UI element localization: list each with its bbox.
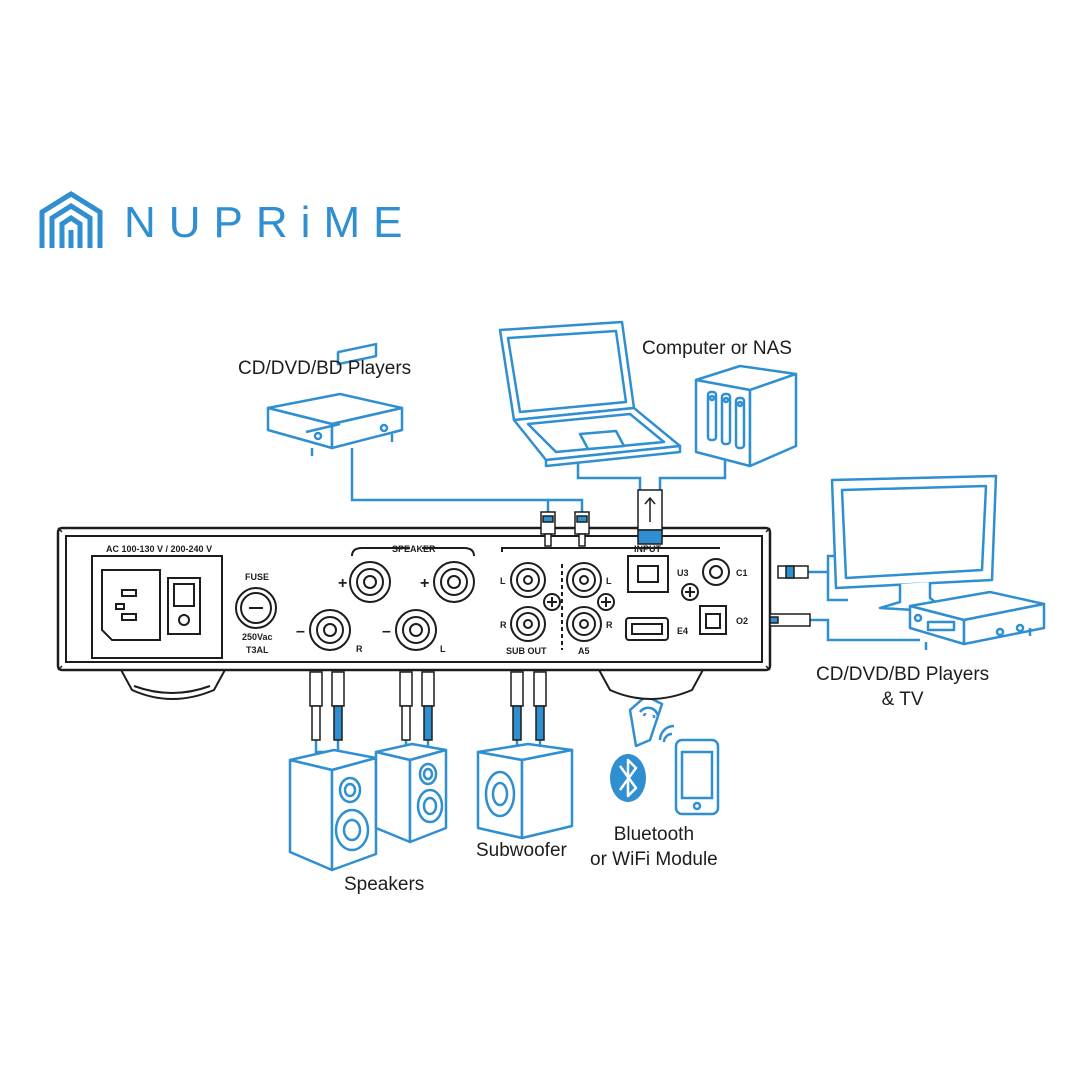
fuse-holder [235,587,277,629]
label-cd-players-tv-line2: & TV [881,689,924,710]
e4-text: E4 [677,626,688,636]
digital-inputs [625,555,730,641]
panel-labels: AC 100-130 V / 200-240 V FUSE 250Vac T3A… [106,544,748,656]
fuse-type-text: T3AL [246,645,269,655]
coax-optical-plugs [769,565,811,627]
input-header-text: INPUT [634,544,662,554]
nuprime-house-logo-icon [39,191,103,248]
rca-jacks [501,547,720,650]
power-inlet [91,555,223,659]
speaker-l-text: L [440,644,446,654]
nas-drive [694,364,798,468]
u3-text: U3 [677,568,689,578]
a5-l-text: L [606,576,612,586]
speaker-right [374,742,448,844]
wifi-signal-icon [658,724,675,743]
subwoofer [476,742,574,840]
a5-text: A5 [578,646,590,656]
c1-text: C1 [736,568,748,578]
label-bluetooth-line2: or WiFi Module [590,849,718,870]
fuse-title-text: FUSE [245,572,269,582]
speaker-r-text: R [356,644,363,654]
label-speakers: Speakers [344,874,425,895]
sub-r-text: R [500,620,507,630]
laptop [498,320,682,468]
sub-out-text: SUB OUT [506,646,547,656]
speaker-terminals [309,547,475,651]
sub-l-text: L [500,576,506,586]
label-bluetooth: Bluetooth or WiFi Module [590,822,718,872]
cd-player-right [908,590,1046,650]
tv [830,474,998,614]
label-cd-players-tv-line1: CD/DVD/BD Players [816,664,990,685]
usb-plug [637,489,663,545]
bluetooth-icon [610,754,646,802]
label-cd-players-top: CD/DVD/BD Players [238,358,412,379]
o2-text: O2 [736,616,748,626]
speaker-left [288,748,378,872]
speaker-plugs [309,671,547,741]
speaker-plus-left-text: + [420,575,429,592]
speaker-minus-left-text: – [382,623,391,640]
rca-plugs-top [540,511,590,547]
smartphone-icon [674,738,720,816]
speaker-minus-right-text: – [296,623,305,640]
label-subwoofer: Subwoofer [476,840,567,861]
label-computer-nas: Computer or NAS [642,338,792,359]
label-bluetooth-line1: Bluetooth [613,824,695,845]
a5-r-text: R [606,620,613,630]
power-switch[interactable] [167,577,201,635]
speaker-plus-right-text: + [338,575,347,592]
speaker-header-text: SPEAKER [392,544,436,554]
label-cd-players-tv: CD/DVD/BD Players & TV [816,662,989,712]
fuse-rating-text: 250Vac [242,632,273,642]
brand-wordmark: NUPRiME [124,198,416,247]
power-rating-text: AC 100-130 V / 200-240 V [106,544,212,554]
cd-player-top [266,342,404,456]
